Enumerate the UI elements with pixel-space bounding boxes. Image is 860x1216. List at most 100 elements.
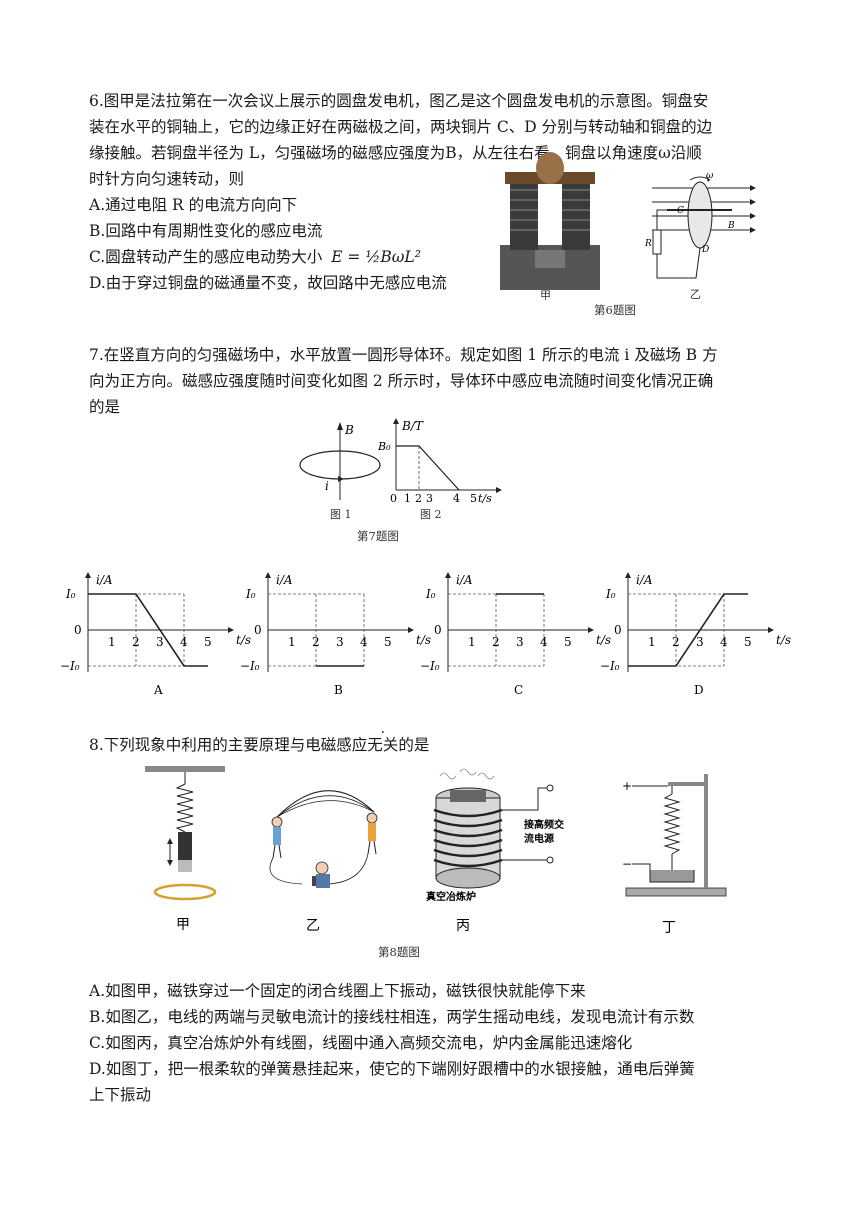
option-C-tick-3: 3 — [516, 635, 524, 649]
q7-fig2-b0-label: B₀ — [378, 440, 391, 453]
option-C-i0-label: I₀ — [425, 587, 436, 601]
q8-furnace-label-2: 流电源 — [524, 832, 554, 845]
q6-stem-line-1: 6.图甲是法拉第在一次会议上展示的圆盘发电机，图乙是这个圆盘发电机的示意图。铜盘… — [89, 92, 709, 110]
option-B-tick-1: 1 — [288, 635, 296, 649]
option-B-zero-label: 0 — [254, 623, 262, 637]
q8-option-c: C.如图丙，真空冶炼炉外有线圈，线圈中通入高频交流电，炉内金属能迅速熔化 — [89, 1034, 633, 1052]
option-A-t-axis-label: t/s — [236, 633, 251, 647]
q7-fig2-tick-3: 3 — [426, 492, 433, 505]
option-C-tick-2: 2 — [492, 635, 500, 649]
option-C-i-axis-label: i/A — [456, 573, 473, 587]
q8-furnace-name: 真空冶炼炉 — [426, 890, 476, 903]
option-D-current-line — [628, 593, 748, 667]
option-B-t-axis-label: t/s — [416, 633, 431, 647]
option-C-tick-1: 1 — [468, 635, 476, 649]
q7-fig2-b-axis-label: B/T — [401, 419, 424, 433]
q7-fig1-b-label: B — [344, 423, 354, 437]
option-B-tick-2: 2 — [312, 635, 320, 649]
q7-figure-caption: 第7题图 — [357, 529, 399, 543]
q6-figure-yi: ω C D B R 乙 — [644, 171, 756, 301]
option-C-tick-5: 5 — [564, 635, 572, 649]
q6-figure-caption: 第6题图 — [594, 303, 636, 317]
q7-fig2-zero: 0 — [390, 492, 397, 505]
option-D-neg-i0-label: −I₀ — [600, 659, 620, 673]
option-A-i-axis-label: i/A — [96, 573, 113, 587]
option-D-t-arrow — [768, 627, 774, 633]
q8-stem: 8.下列现象中利用的主要原理与电磁感应无关的是 — [89, 732, 429, 758]
option-B-i-arrow — [265, 572, 271, 578]
q6-c-label: C — [677, 206, 684, 216]
q6-stem-line-4: 时针方向匀速转动，则 — [89, 170, 245, 188]
option-D-t-axis-label: t/s — [776, 633, 791, 647]
option-B-tick-5: 5 — [384, 635, 392, 649]
q7-stem-line-1: 7.在竖直方向的匀强磁场中，水平放置一圆形导体环。规定如图 1 所示的电流 i … — [89, 346, 718, 364]
q7-stem-line-2: 向为正方向。磁感应强度随时间变化如图 2 所示时，导体环中感应电流随时间变化情况… — [89, 372, 714, 390]
q8-option-b: B.如图乙，电线的两端与灵敏电流计的接线柱相连，两学生摇动电线，发现电流计有示数 — [89, 1008, 695, 1026]
q8-stem-before: 8.下列现象中利用的主要原理与电磁感应 — [89, 736, 368, 754]
option-C-t-arrow — [588, 627, 594, 633]
q8-option-d: D.如图丁，把一根柔软的弹簧悬挂起来，使它的下端刚好跟槽中的水银接触，通电后弹簧 — [89, 1060, 695, 1078]
q8-stem-after: 的是 — [398, 736, 430, 754]
q6-omega-label: ω — [706, 171, 714, 181]
option-D-label: D — [694, 683, 704, 697]
option-C-label: C — [514, 683, 523, 697]
option-B-t-arrow — [408, 627, 414, 633]
q8-figure-caption: 第8题图 — [378, 945, 420, 959]
q8-fig-jia-label: 甲 — [176, 917, 190, 933]
q8-figure-yi: 乙 — [269, 790, 378, 934]
option-A-tick-2: 2 — [132, 635, 140, 649]
option-D-i-axis-label: i/A — [636, 573, 653, 587]
q8-stem-emphasis: 无关 — [367, 736, 398, 754]
option-D-tick-1: 1 — [648, 635, 656, 649]
q6-r-label: R — [644, 239, 652, 249]
q8-option-a: A.如图甲，磁铁穿过一个固定的闭合线圈上下振动，磁铁很快就能停下来 — [89, 982, 586, 1000]
q6-figure-jia: 甲 — [500, 152, 600, 300]
option-A-tick-4: 4 — [180, 635, 188, 649]
q6-d-label: D — [701, 245, 709, 255]
option-B-i0-label: I₀ — [245, 587, 256, 601]
option-A-t-arrow — [228, 627, 234, 633]
q8-plus-sign: + — [622, 779, 632, 793]
option-C-i-arrow — [445, 572, 451, 578]
option-B-tick-4: 4 — [360, 635, 368, 649]
q7-figure-2: B/T B₀ 0 1 2 3 4 5 t/s 图 2 — [378, 418, 502, 520]
q6-option-c: C.圆盘转动产生的感应电动势大小 E = ½BωL² — [89, 244, 421, 270]
option-D-tick-2: 2 — [672, 635, 680, 649]
q7-fig1-caption: 图 1 — [330, 508, 352, 520]
option-D-i0-label: I₀ — [605, 587, 616, 601]
option-A-i-arrow — [85, 572, 91, 578]
option-A-tick-5: 5 — [204, 635, 212, 649]
q6-option-b: B.回路中有周期性变化的感应电流 — [89, 222, 323, 240]
q6-stem-line-2: 装在水平的铜轴上，它的边缘正好在两磁极之间，两块铜片 C、D 分别与转动轴和铜盘… — [89, 118, 713, 136]
q7-fig1-i-label: i — [325, 479, 329, 493]
q7-fig2-t-axis-label: t/s — [478, 492, 492, 505]
q6-option-c-text: C.圆盘转动产生的感应电动势大小 — [89, 248, 323, 266]
q8-option-d-cont: 上下振动 — [89, 1086, 152, 1104]
option-B-neg-i0-label: −I₀ — [240, 659, 260, 673]
q6-fig-yi-label: 乙 — [690, 288, 701, 301]
option-D-tick-4: 4 — [720, 635, 728, 649]
q8-figure-jia: 甲 — [145, 766, 225, 933]
q7-fig2-caption: 图 2 — [420, 508, 442, 520]
q8-minus-sign: − — [622, 857, 632, 871]
q8-fig-bing-label: 丙 — [456, 918, 470, 934]
option-C-t-axis-label: t/s — [596, 633, 611, 647]
q7-figure-1: B i 图 1 — [299, 422, 381, 520]
q7-fig2-tick-2: 2 — [415, 492, 422, 505]
q6-option-a: A.通过电阻 R 的电流方向向下 — [89, 196, 298, 214]
q7-stem-line-3: 的是 — [89, 398, 121, 416]
option-A-i0-label: I₀ — [65, 587, 76, 601]
option-D-tick-3: 3 — [696, 635, 704, 649]
option-B-i-axis-label: i/A — [276, 573, 293, 587]
q8-figure-bing: 接高频交 流电源 真空冶炼炉 丙 — [426, 768, 564, 934]
option-C-zero-label: 0 — [434, 623, 442, 637]
q6-formula: E = ½BωL² — [331, 248, 421, 266]
option-A-neg-i0-label: −I₀ — [60, 659, 80, 673]
option-D-zero-label: 0 — [614, 623, 622, 637]
q8-figure-ding: + − 丁 — [622, 774, 727, 936]
q8-furnace-label-1: 接高频交 — [524, 818, 564, 831]
option-A-label: A — [153, 683, 163, 697]
option-C-neg-i0-label: −I₀ — [420, 659, 440, 673]
option-A-tick-1: 1 — [108, 635, 116, 649]
